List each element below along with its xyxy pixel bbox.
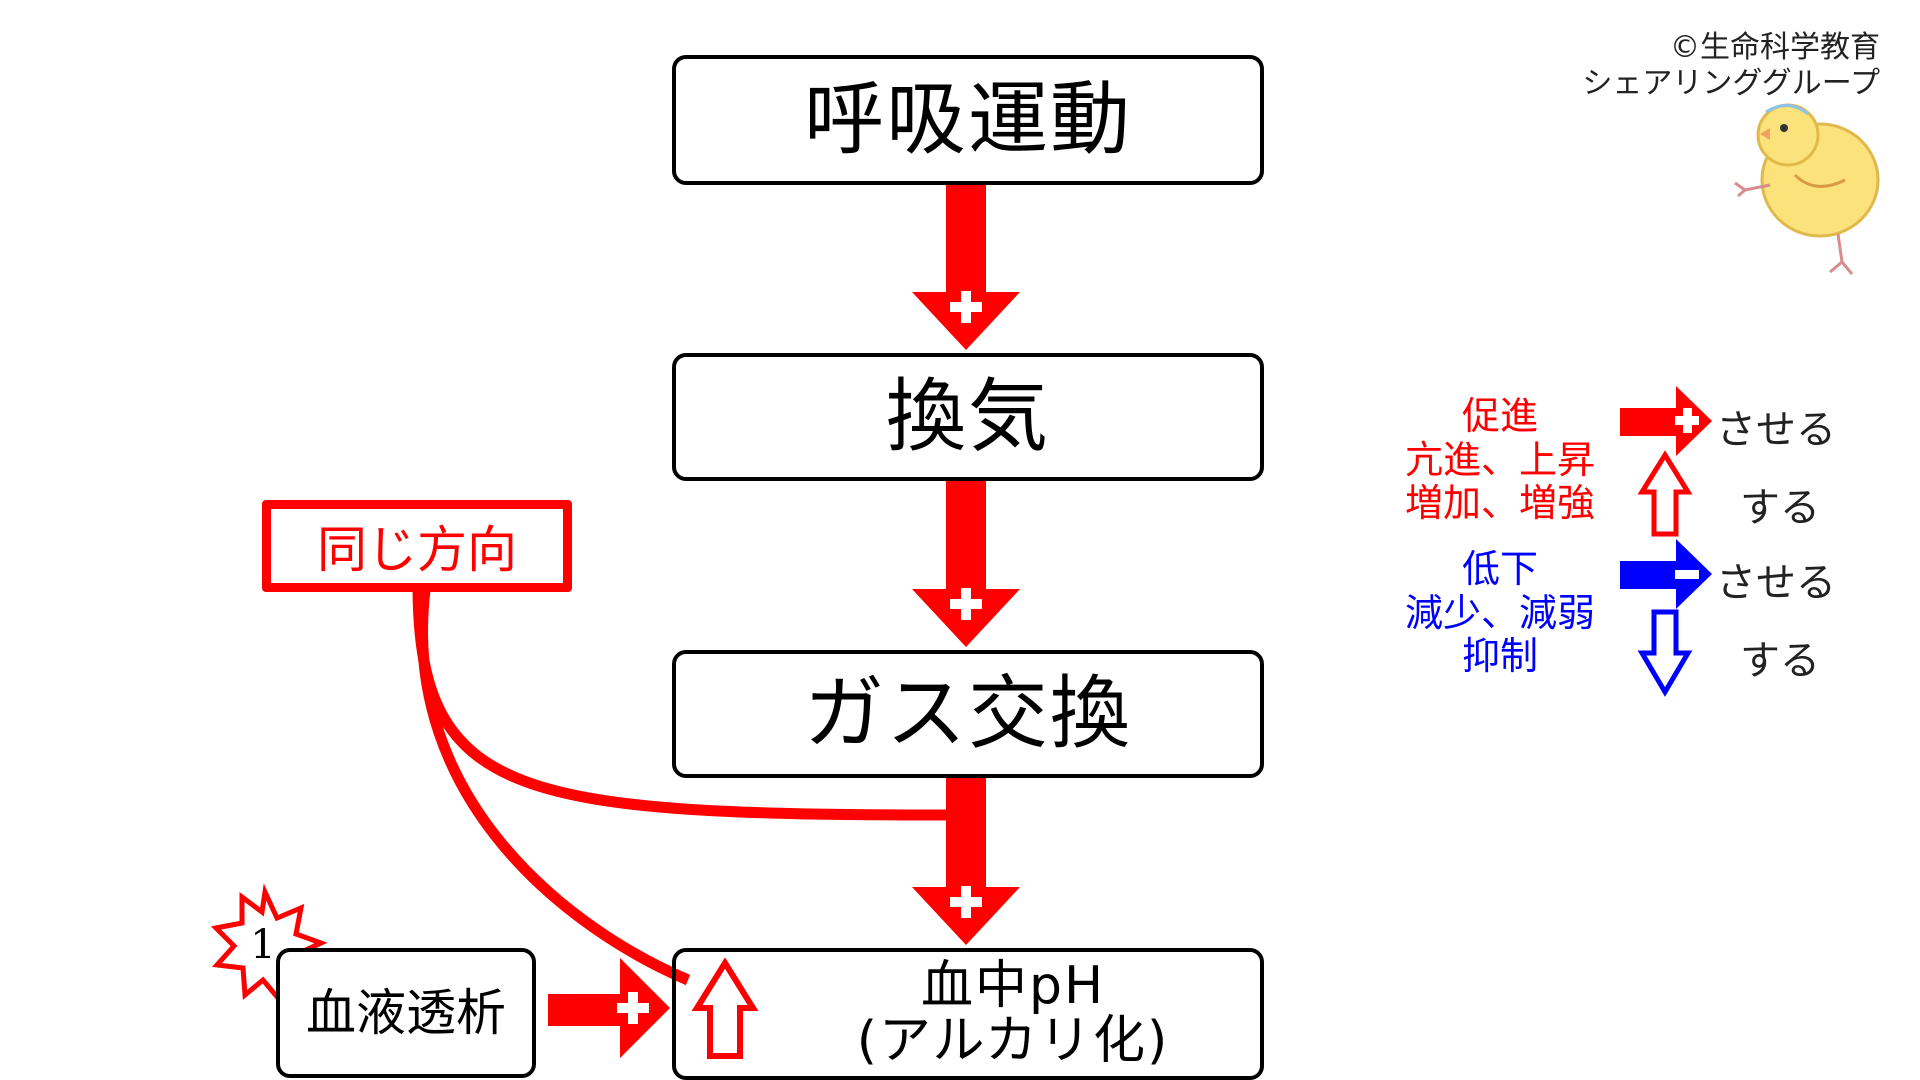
credit-line-2: シェアリンググループ: [1582, 66, 1880, 101]
legend-suppress-term: 低下: [1461, 547, 1538, 591]
legend-promote-term: 増加、増強: [1404, 481, 1595, 526]
credit-line-1: ©生命科学教育: [1670, 30, 1880, 65]
copyright-credit: ©生命科学教育 シェアリンググループ: [1582, 30, 1880, 102]
dialysis-box: 血液透析: [276, 948, 536, 1078]
legend-promote-arrow-icon: [1620, 386, 1712, 456]
ventilation-label: 換気: [886, 370, 1050, 463]
gas-exchange-label: ガス交換: [804, 667, 1132, 760]
legend-promote-term: 促進: [1461, 394, 1538, 438]
legend-promote-term: 亢進、上昇: [1404, 437, 1595, 482]
gas-exchange-box: ガス交換: [672, 650, 1264, 778]
legend-suppress-arrow-icon: [1620, 539, 1712, 609]
dialysis-label: 血液透析: [306, 984, 506, 1042]
plus-arrow-2: [912, 480, 1020, 647]
blood-ph-label: 血中pH: [920, 956, 1106, 1017]
increase-up-arrow: [691, 957, 759, 1059]
respiration-box: 呼吸運動: [672, 55, 1264, 185]
legend-suppress-terms: 低下 減少、減弱 抑制: [1370, 547, 1630, 679]
same-direction-label: 同じ方向: [317, 521, 517, 579]
plus-arrow-1: [912, 185, 1020, 350]
legend-suppress-term: 抑制: [1461, 634, 1538, 679]
chick-illustration-icon: [1734, 103, 1880, 275]
legend-promote-terms: 促進 亢進、上昇 増加、増強: [1370, 394, 1630, 526]
same-direction-box: 同じ方向: [262, 500, 572, 592]
plus-arrow-dialysis: [548, 958, 670, 1058]
legend-increase-up-arrow-icon: [1637, 450, 1693, 537]
legend-decrease-down-arrow-icon: [1637, 609, 1693, 697]
ventilation-box: 換気: [672, 353, 1264, 481]
starburst-number: 1: [250, 922, 276, 968]
legend-suppress-causative: させる: [1716, 560, 1836, 606]
legend-increase-verb: する: [1740, 485, 1820, 531]
legend-promote-causative: させる: [1716, 407, 1836, 453]
respiration-label: 呼吸運動: [804, 73, 1132, 166]
alkalization-label: (アルカリ化): [856, 1011, 1170, 1071]
legend-suppress-term: 減少、減弱: [1404, 590, 1595, 635]
curve-to-ph-arrow: [417, 589, 691, 986]
plus-arrow-3: [912, 777, 1020, 945]
legend-decrease-verb: する: [1740, 638, 1820, 684]
blood-ph-box: 血中pH (アルカリ化): [672, 948, 1264, 1080]
